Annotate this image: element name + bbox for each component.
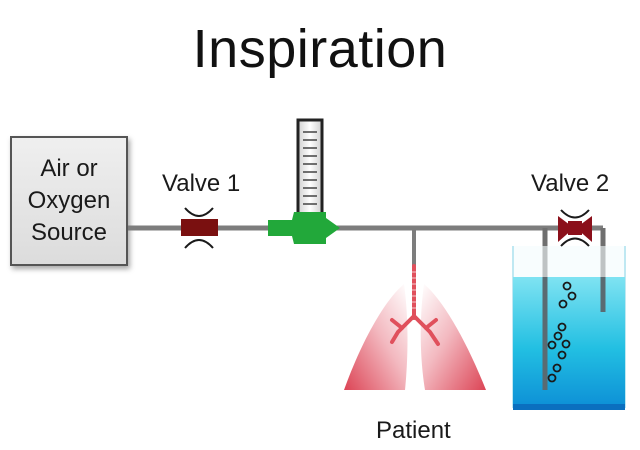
valve-2-label: Valve 2 — [531, 170, 610, 197]
valve-2-icon — [558, 209, 592, 247]
source-label-line-3: Source — [30, 219, 108, 246]
bubbles-icon — [547, 281, 577, 383]
water-tank-icon — [512, 246, 626, 410]
source-label-line-2: Oxygen — [27, 187, 111, 214]
air-oxygen-source-box: Air or Oxygen Source — [10, 136, 128, 266]
diagram-title: Inspiration — [192, 19, 448, 79]
valve-1-label: Valve 1 — [162, 170, 241, 197]
patient-label: Patient — [376, 417, 451, 444]
source-label-line-1: Air or — [40, 155, 98, 182]
valve-1-icon — [181, 207, 218, 249]
patient-lungs-icon — [344, 264, 486, 390]
flow-meter-icon — [268, 118, 340, 244]
